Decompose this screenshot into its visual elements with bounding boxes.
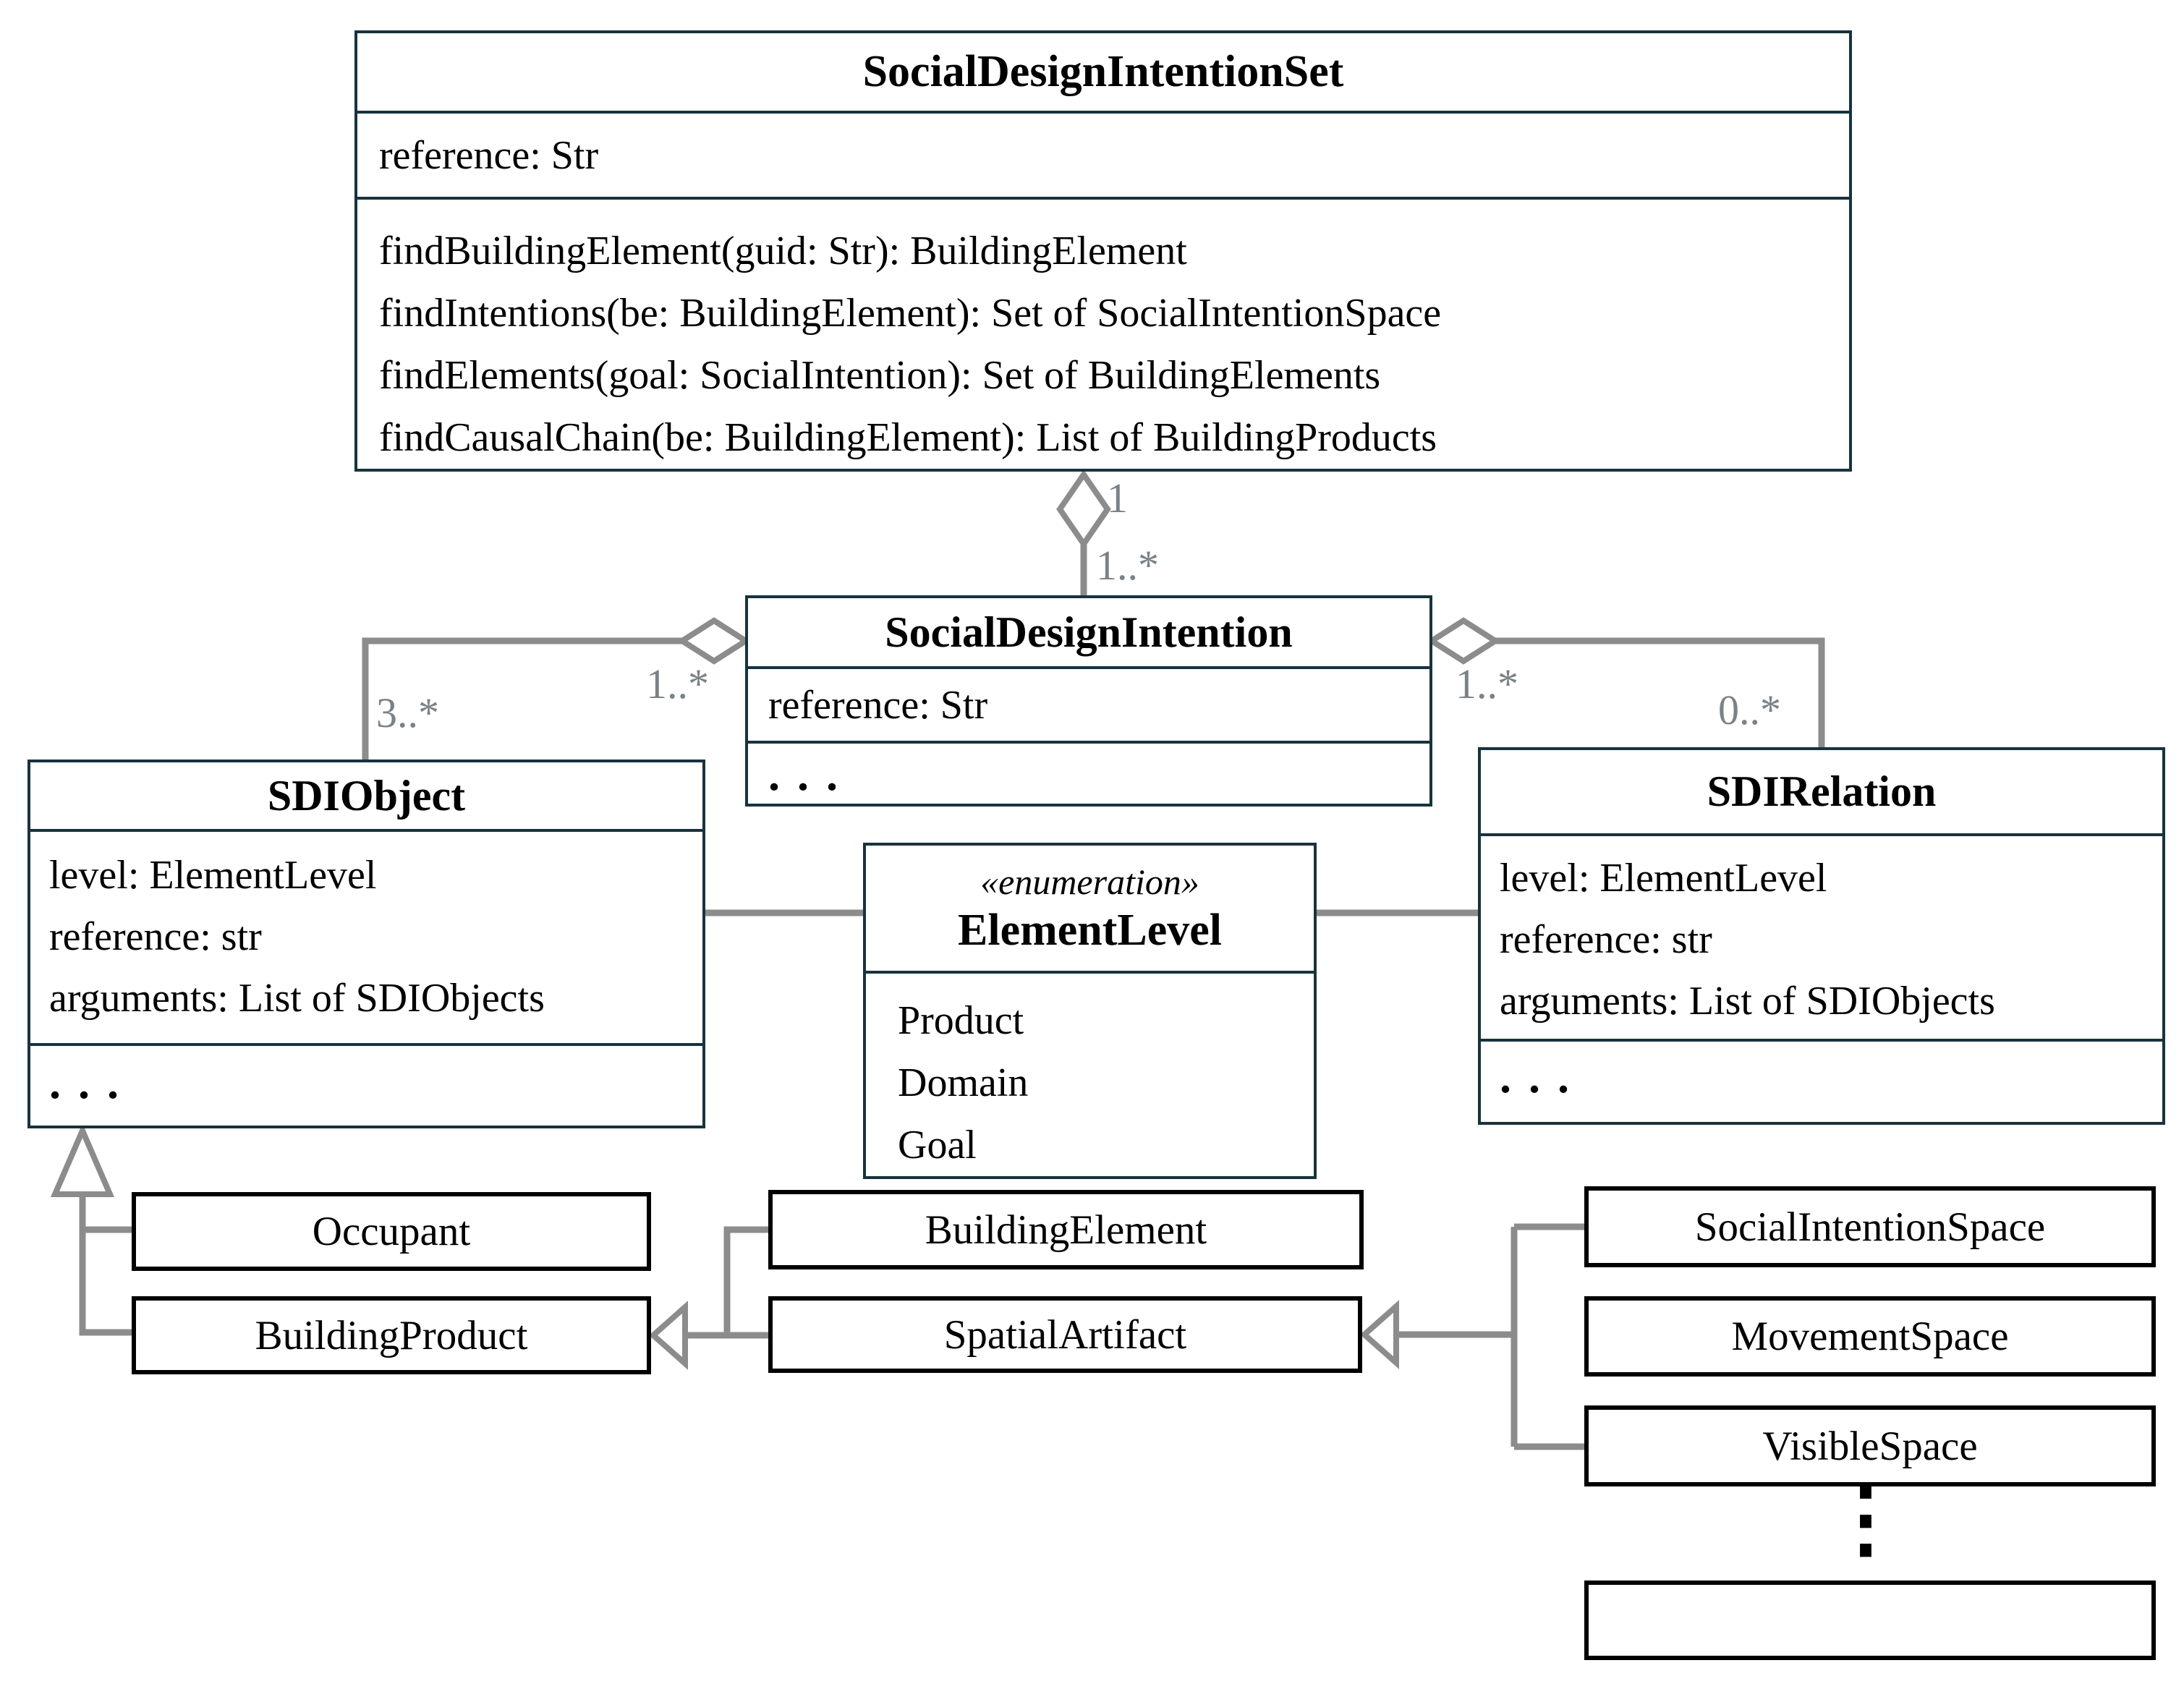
multiplicity-relation-part: 0..* — [1718, 686, 1781, 733]
edge-object-buildingproduct — [79, 1194, 132, 1336]
multiplicity-set-part: 1..* — [1096, 542, 1159, 589]
enum-literal: Domain — [898, 1060, 1029, 1105]
multiplicity-relation-whole: 1..* — [1456, 660, 1518, 707]
class-spatial-artifact: SpatialArtifact — [768, 1296, 1362, 1373]
aggregation-diamond-relation — [1426, 617, 1501, 665]
enum-literal: Goal — [898, 1123, 977, 1167]
methods-compartment: findBuildingElement(guid: Str): Building… — [357, 197, 1849, 469]
edge-buildingproduct-buildingelement — [723, 1226, 769, 1335]
aggregation-diamond-object — [676, 617, 752, 665]
class-visible-space: VisibleSpace — [1584, 1405, 2156, 1486]
ellipsis: ... — [768, 749, 855, 800]
class-occupant: Occupant — [132, 1192, 651, 1271]
class-title: SocialDesignIntentionSet — [862, 47, 1344, 97]
attribute: reference: str — [1500, 917, 1712, 962]
edge-intention-object — [362, 637, 685, 760]
method: findElements(goal: SocialIntention): Set… — [379, 353, 1381, 398]
enum-literal: Product — [898, 998, 1024, 1043]
class-sdi-object: SDIObject level: ElementLevel reference:… — [27, 760, 705, 1128]
generalization-triangle-sdiobject — [50, 1123, 115, 1197]
class-title: ElementLevel — [957, 905, 1222, 955]
attributes-compartment: level: ElementLevel reference: str argum… — [1481, 833, 2162, 1039]
generalization-triangle-spatialartifact — [1359, 1300, 1399, 1369]
aggregation-diamond-set — [1056, 469, 1111, 550]
class-building-element: BuildingElement — [768, 1190, 1364, 1269]
methods-compartment: ... — [30, 1043, 702, 1126]
attribute: reference: str — [49, 914, 262, 959]
class-title: SDIRelation — [1707, 767, 1937, 815]
class-unnamed-placeholder — [1584, 1580, 2156, 1660]
class-sdi-relation: SDIRelation level: ElementLevel referenc… — [1478, 747, 2165, 1125]
literals-compartment: Product Domain Goal — [866, 971, 1314, 1176]
method: findCausalChain(be: BuildingElement): Li… — [379, 415, 1437, 460]
attribute: reference: Str — [768, 683, 988, 728]
class-social-design-intention: SocialDesignIntention reference: Str ... — [745, 595, 1432, 807]
attributes-compartment: reference: Str — [357, 111, 1849, 197]
multiplicity-set-whole: 1 — [1107, 475, 1128, 522]
method: findBuildingElement(guid: Str): Building… — [379, 229, 1187, 273]
class-building-product: BuildingProduct — [132, 1296, 651, 1374]
stereotype-label: «enumeration» — [980, 861, 1199, 902]
class-social-design-intention-set: SocialDesignIntentionSet reference: Str … — [354, 30, 1852, 472]
methods-compartment: ... — [748, 741, 1429, 804]
class-title: SocialDesignIntention — [885, 608, 1293, 656]
multiplicity-object-whole: 1..* — [646, 660, 709, 707]
multiplicity-object-part: 3..* — [376, 689, 439, 736]
class-title: SDIObject — [267, 771, 466, 820]
generalization-triangle-buildingproduct — [648, 1301, 688, 1370]
edge-intention-relation — [1492, 637, 1825, 748]
attribute: arguments: List of SDIObjects — [49, 976, 545, 1021]
attribute: level: ElementLevel — [49, 853, 377, 898]
ellipsis: ... — [1500, 1051, 1586, 1102]
attribute: reference: Str — [379, 133, 599, 179]
vertical-ellipsis: ⋮ — [1823, 1472, 1908, 1567]
enumeration-element-level: «enumeration» ElementLevel Product Domai… — [863, 843, 1317, 1179]
enumeration-header: «enumeration» ElementLevel — [866, 846, 1314, 971]
attributes-compartment: level: ElementLevel reference: str argum… — [30, 829, 702, 1043]
ellipsis: ... — [49, 1057, 136, 1108]
attribute: level: ElementLevel — [1500, 856, 1827, 901]
class-social-intention-space: SocialIntentionSpace — [1584, 1186, 2156, 1267]
methods-compartment: ... — [1481, 1039, 2162, 1122]
attributes-compartment: reference: Str — [748, 666, 1429, 741]
attribute: arguments: List of SDIObjects — [1500, 979, 1995, 1024]
class-movement-space: MovementSpace — [1584, 1296, 2156, 1377]
method: findIntentions(be: BuildingElement): Set… — [379, 291, 1442, 336]
